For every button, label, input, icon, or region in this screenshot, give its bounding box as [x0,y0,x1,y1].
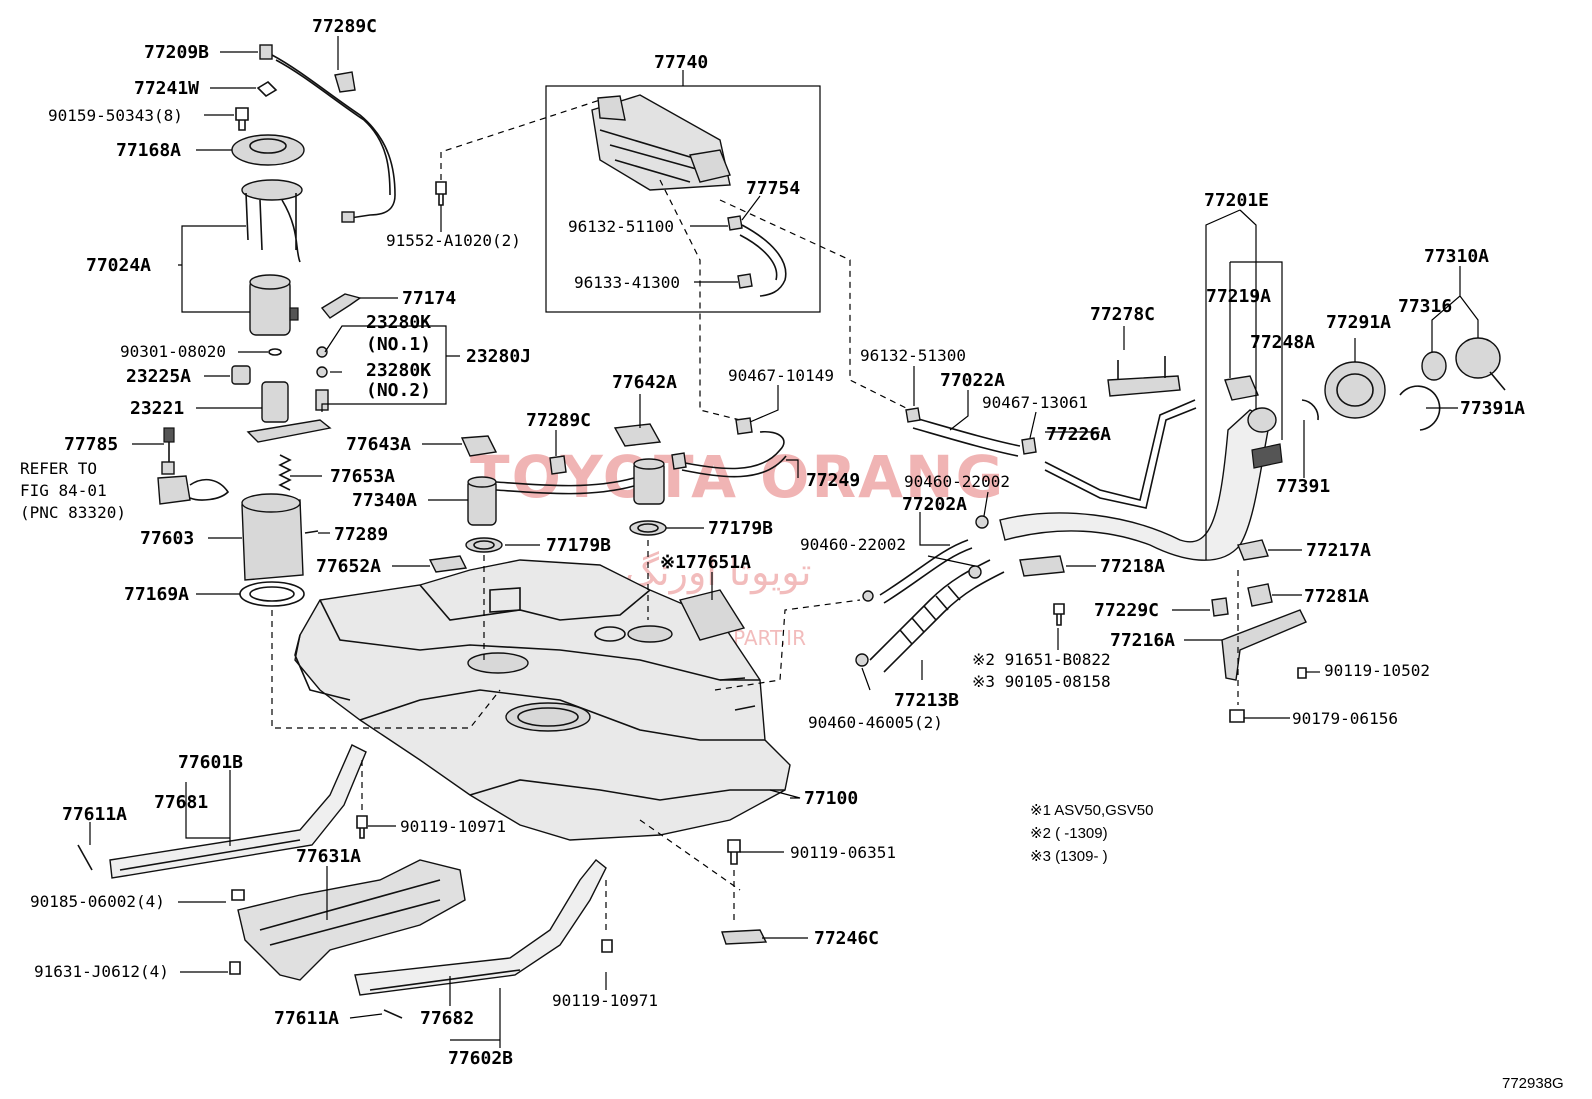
footnote-3: ※3 (1309- ) [1030,848,1108,865]
label-77740: 77740 [654,52,708,73]
footnotes: ※1 ASV50,GSV50 ※2 ( -1309) ※3 (1309- ) 7… [1030,802,1564,1092]
label-77278c: 77278C [1090,304,1155,325]
label-90179-06156: 90179-06156 [1292,709,1398,728]
diagram-code: 772938G [1502,1075,1564,1092]
label-77218a: 77218A [1100,556,1165,577]
label-77024a: 77024A [86,255,151,276]
label-77291a: 77291A [1326,312,1391,333]
label-77174: 77174 [402,288,456,309]
footnote-1: ※1 ASV50,GSV50 [1030,802,1153,819]
label-77651a: ※177651A [660,552,751,573]
refer-note-line2: FIG 84-01 [20,481,107,500]
label-23225a: 23225A [126,366,191,387]
label-96132-51300: 96132-51300 [860,346,966,365]
label-90460-22002-b: 90460-22002 [800,535,906,554]
part-labels: 77289C 77209B 77241W 90159-50343(8) 7716… [20,16,1525,1069]
label-77248a: 77248A [1250,332,1315,353]
refer-note-line1: REFER TO [20,459,97,478]
label-77602b: 77602B [448,1048,513,1069]
label-90185-06002: 90185-06002(4) [30,892,165,911]
label-77652a: 77652A [316,556,381,577]
label-77281a: 77281A [1304,586,1369,607]
label-77754: 77754 [746,178,800,199]
label-77289: 77289 [334,524,388,545]
label-23280k-no1: (NO.1) [366,334,431,355]
label-77601b: 77601B [178,752,243,773]
label-77209b: 77209B [144,42,209,63]
label-90119-10971-top: 90119-10971 [400,817,506,836]
label-77391a: 77391A [1460,398,1525,419]
label-90119-10971-bot: 90119-10971 [552,991,658,1010]
label-77226a: 77226A [1046,424,1111,445]
label-90119-06351: 90119-06351 [790,843,896,862]
footnote-2: ※2 ( -1309) [1030,825,1108,842]
label-23221: 23221 [130,398,184,419]
label-23280j: 23280J [466,346,531,367]
label-77643a: 77643A [346,434,411,455]
label-77310a: 77310A [1424,246,1489,267]
label-77316: 77316 [1398,296,1452,317]
mid-parts-drawing [428,417,861,691]
label-77241w: 77241W [134,78,199,99]
label-91552-a1020: 91552-A1020(2) [386,231,521,250]
label-77631a: 77631A [296,846,361,867]
label-90105-08158: ※3 90105-08158 [972,672,1111,691]
label-77642a: 77642A [612,372,677,393]
label-77100: 77100 [804,788,858,809]
label-23280k-no2: (NO.2) [366,380,431,401]
label-77603: 77603 [140,528,194,549]
fuel-tank-drawing [294,559,791,841]
label-77391: 77391 [1276,476,1330,497]
label-77213b: 77213B [894,690,959,711]
label-77219a: 77219A [1206,286,1271,307]
label-77168a: 77168A [116,140,181,161]
refer-note-line3: (PNC 83320) [20,503,126,522]
watermark: TOYOTA ORANG تویوتا اورنگ TOYOTAPART.IR [470,443,1003,650]
label-90467-10149: 90467-10149 [728,366,834,385]
label-77179b-left: 77179B [546,535,611,556]
label-77611a-bot: 77611A [274,1008,339,1029]
label-23280k-1: 23280K [366,312,431,333]
label-77179b-right: 77179B [708,518,773,539]
filler-drawing [855,337,1506,723]
label-90460-46005: 90460-46005(2) [808,713,943,732]
label-23280k-2: 23280K [366,360,431,381]
label-77202a: 77202A [902,494,967,515]
label-96133-41300: 96133-41300 [574,273,680,292]
label-90460-22002-a: 90460-22002 [904,472,1010,491]
label-96132-51100: 96132-51100 [568,217,674,236]
label-77340a: 77340A [352,490,417,511]
label-91651-b0822: ※2 91651-B0822 [972,650,1111,669]
label-77022a: 77022A [940,370,1005,391]
label-77201e: 77201E [1204,190,1269,211]
label-77653a: 77653A [330,466,395,487]
fuel-pump-assembly-drawing [157,44,501,729]
label-77785: 77785 [64,434,118,455]
watermark-persian: تویوتا اورنگ [625,550,812,595]
label-77289c-mid: 77289C [526,410,591,431]
label-91631-j0612: 91631-J0612(4) [34,962,169,981]
canister-drawing [435,85,911,421]
label-77682: 77682 [420,1008,474,1029]
label-77289c-top: 77289C [312,16,377,37]
label-77216a: 77216A [1110,630,1175,651]
bands-drawing [77,744,768,1019]
label-77611a-top: 77611A [62,804,127,825]
label-77169a: 77169A [124,584,189,605]
label-77246c: 77246C [814,928,879,949]
label-77217a: 77217A [1306,540,1371,561]
label-90301-08020: 90301-08020 [120,342,226,361]
label-90119-10502: 90119-10502 [1324,661,1430,680]
label-77229c: 77229C [1094,600,1159,621]
leader-lines [89,36,1479,1048]
label-90159-50343: 90159-50343(8) [48,106,183,125]
label-77249: 77249 [806,470,860,491]
label-77681: 77681 [154,792,208,813]
label-90467-13061: 90467-13061 [982,393,1088,412]
